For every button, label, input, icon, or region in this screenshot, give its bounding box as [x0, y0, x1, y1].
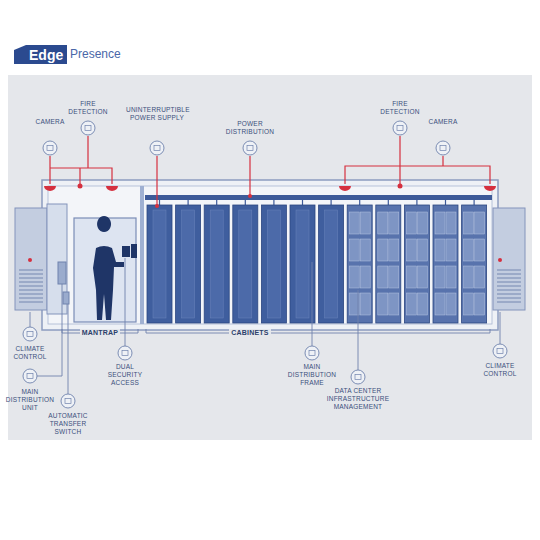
leader-lines: [30, 258, 500, 394]
callout-label: MANTRAP: [80, 329, 120, 338]
icon-set: [23, 121, 507, 408]
callout-label: CLIMATE CONTROL: [477, 362, 523, 378]
mantrap-door: [74, 218, 136, 322]
logo-mark: [14, 45, 26, 64]
person-head: [97, 216, 111, 232]
callout-label: MAIN DISTRIBUTION UNIT: [4, 388, 56, 412]
badge-reader: [131, 244, 137, 258]
callout-label: UNINTERRUPTIBLE POWER SUPPLY: [126, 106, 188, 122]
callout-label: MAIN DISTRIBUTION FRAME: [284, 363, 340, 387]
cabinet-row: [147, 200, 487, 323]
background-panel: [8, 75, 532, 440]
container-inner: [48, 186, 492, 324]
container-shell: [42, 180, 498, 330]
callout-label: AUTOMATIC TRANSFER SWITCH: [40, 412, 96, 436]
climate-unit-right: [493, 208, 525, 310]
logo-box: Edge: [26, 45, 67, 64]
climate-unit-left: [15, 204, 67, 314]
main-distribution-unit: [58, 262, 66, 284]
person-silhouette: [93, 246, 124, 320]
callout-label: DATA CENTER INFRASTRUCTURE MANAGEMENT: [319, 387, 397, 411]
sensor-wiring: [50, 136, 490, 205]
logo-word: Presence: [70, 47, 121, 62]
callout-label: CAMERA: [29, 118, 71, 126]
sensor-devices: [28, 184, 502, 263]
partition-wall: [140, 186, 144, 324]
power-rail: [145, 195, 492, 200]
logo-word: Edge: [29, 48, 67, 62]
callout-label: CAMERA: [422, 118, 464, 126]
callout-label: POWER DISTRIBUTION: [224, 120, 276, 136]
callout-label: FIRE DETECTION: [65, 100, 111, 116]
callout-label: FIRE DETECTION: [377, 100, 423, 116]
transfer-switch: [63, 292, 69, 304]
callout-label: CLIMATE CONTROL: [7, 345, 53, 361]
keypad: [122, 246, 130, 257]
callout-label: DUAL SECURITY ACCESS: [100, 363, 150, 387]
callout-label: CABINETS: [229, 329, 270, 338]
